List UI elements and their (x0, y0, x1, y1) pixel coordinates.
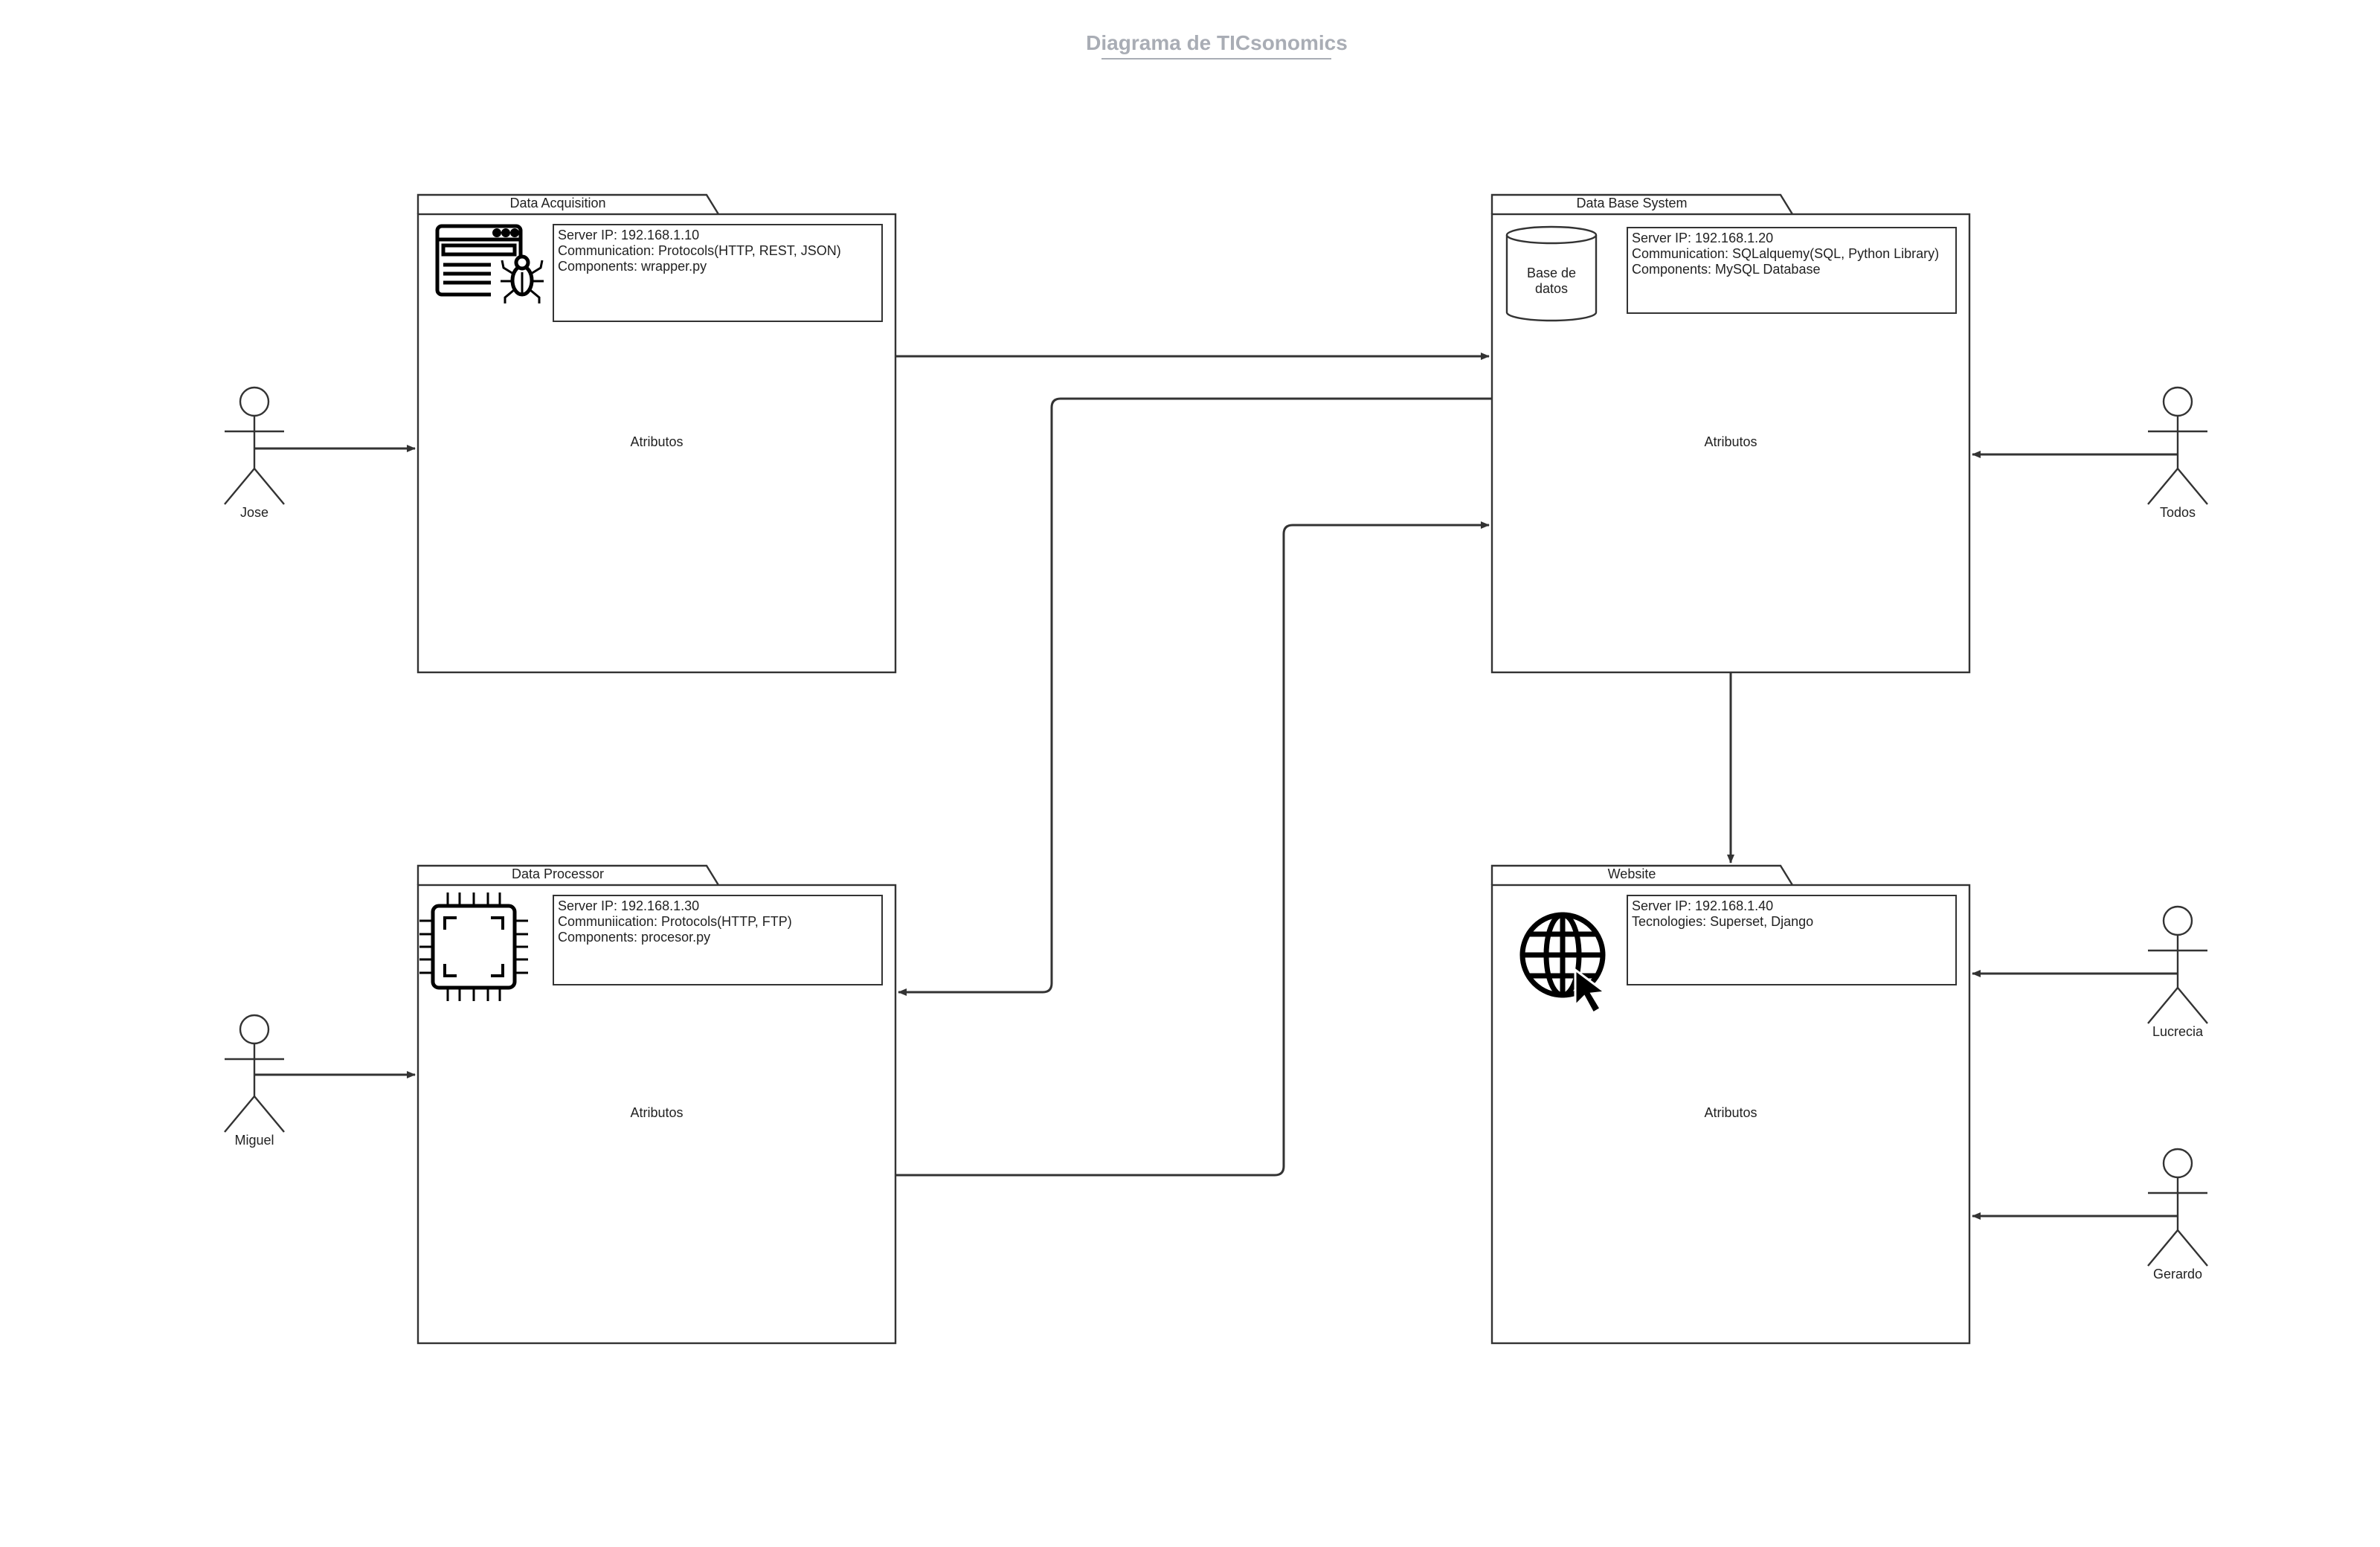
actor-lucrecia[interactable]: Lucrecia (2147, 905, 2208, 1039)
actor-todos[interactable]: Todos (2147, 386, 2208, 520)
stick-figure-icon (224, 1014, 285, 1133)
actor-name: Gerardo (2153, 1267, 2202, 1281)
info-server-ip: Server IP: 192.168.1.40 (1632, 898, 1773, 913)
actor-name: Lucrecia (2152, 1024, 2204, 1039)
package-tab (416, 864, 720, 886)
connector-database-to-processor[interactable] (898, 397, 1492, 996)
info-components: Components: procesor.py (558, 930, 710, 945)
stick-figure-icon (224, 386, 285, 505)
info-communication: Communication: SQLalquemy(SQL, Python Li… (1632, 246, 1939, 261)
package-data-processor[interactable]: Data Processor (416, 864, 897, 1345)
info-box (1627, 227, 1957, 314)
stick-figure-icon (2147, 1148, 2208, 1267)
info-server-ip: Server IP: 192.168.1.30 (558, 898, 699, 913)
diagram-title: Diagrama de TICsonomics (1086, 31, 1348, 54)
info-box (553, 895, 883, 985)
actor-name: Miguel (234, 1133, 274, 1148)
package-name: Data Acquisition (509, 196, 605, 210)
database-icon-label-line2: datos (1535, 281, 1568, 296)
info-components: Components: MySQL Database (1632, 262, 1820, 277)
package-attributes-label: Atributos (1704, 1105, 1757, 1120)
package-data-base-system[interactable]: Data Base System Base de datos Server IP… (1490, 193, 1971, 674)
actor-name: Todos (2160, 505, 2196, 520)
info-box (553, 224, 883, 322)
actor-gerardo[interactable]: Gerardo (2147, 1148, 2208, 1281)
package-website[interactable]: Website Server IP: 192.168.1.40 Tecnolog… (1490, 864, 1971, 1345)
info-server-ip: Server IP: 192.168.1.20 (1632, 231, 1773, 245)
info-components: Components: wrapper.py (558, 259, 707, 274)
package-attributes-label: Atributos (630, 1105, 683, 1120)
package-attributes-label: Atributos (1704, 434, 1757, 449)
actor-jose[interactable]: Jose (224, 386, 285, 520)
package-tab (416, 193, 720, 215)
globe-cursor-icon (1519, 912, 1608, 1015)
stick-figure-icon (2147, 905, 2208, 1024)
info-communication: Communiication: Protocols(HTTP, FTP) (558, 914, 792, 929)
connector-processor-to-database[interactable] (895, 521, 1490, 1177)
actor-name: Jose (240, 505, 268, 520)
database-icon-label-line1: Base de (1527, 266, 1576, 280)
cpu-chip-icon (419, 892, 528, 1001)
database-icon: Base de datos (1505, 225, 1598, 322)
info-server-ip: Server IP: 192.168.1.10 (558, 228, 699, 242)
package-name: Website (1608, 866, 1656, 881)
package-data-acquisition[interactable]: Data Acquisition Server IP: 192.168.1.10 (416, 193, 897, 674)
package-name: Data Base System (1576, 196, 1687, 210)
info-communication: Communication: Protocols(HTTP, REST, JSO… (558, 243, 841, 258)
info-box (1627, 895, 1957, 985)
info-technologies: Tecnologies: Superset, Django (1632, 914, 1813, 929)
actor-miguel[interactable]: Miguel (224, 1014, 285, 1148)
package-tab (1490, 864, 1794, 886)
package-tab (1490, 193, 1794, 215)
package-name: Data Processor (512, 866, 604, 881)
stick-figure-icon (2147, 386, 2208, 505)
web-crawler-icon (435, 224, 544, 303)
package-attributes-label: Atributos (630, 434, 683, 449)
